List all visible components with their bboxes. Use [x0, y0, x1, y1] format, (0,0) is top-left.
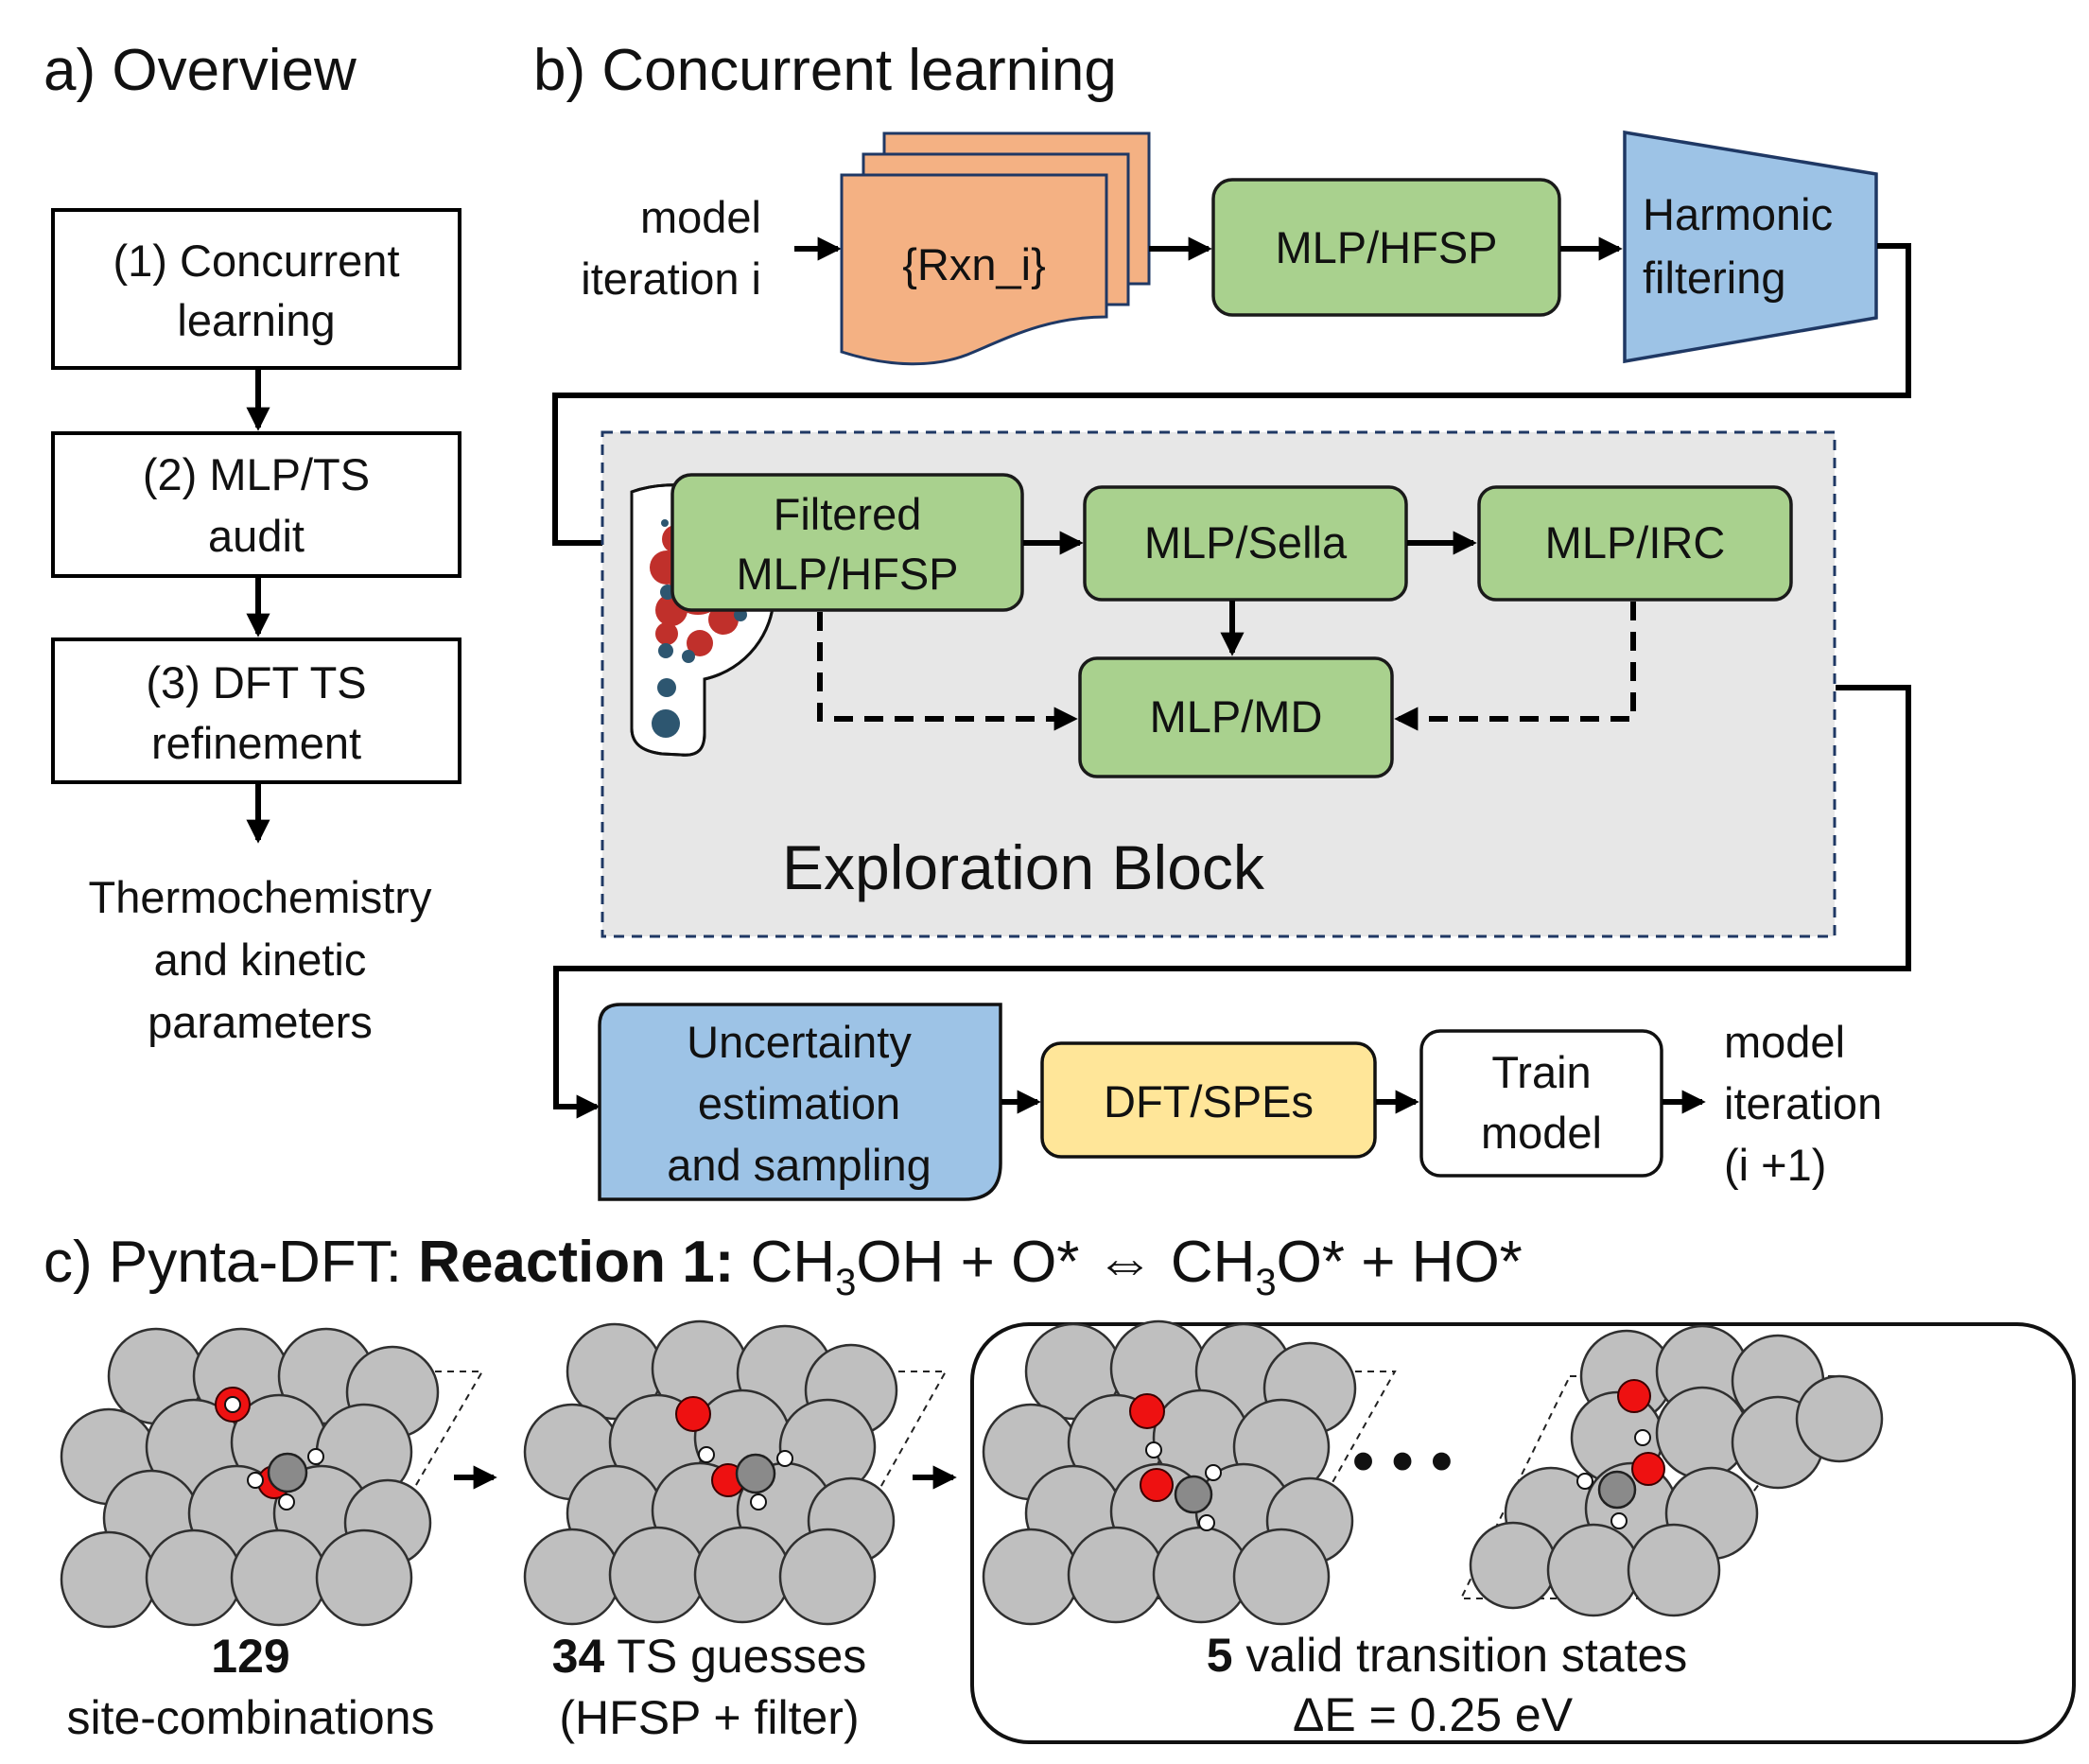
overview-step-3-line2: refinement: [151, 718, 361, 768]
overview-step-2-line2: audit: [208, 511, 305, 561]
structure-valid-ts-1: [982, 1319, 1397, 1626]
structure-ts-guesses: [523, 1319, 948, 1626]
mlp-irc-box: MLP/IRC: [1477, 485, 1793, 602]
stage-1-count: 129: [211, 1630, 289, 1683]
model-output-line1: model: [1724, 1017, 1845, 1067]
dft-spe-box: DFT/SPEs: [1040, 1041, 1377, 1159]
panel-b-title: b) Concurrent learning: [533, 38, 1117, 103]
model-input-line2: iteration i: [581, 253, 761, 304]
structure-valid-ts-2: [1459, 1324, 1884, 1617]
stage-3-line1: 5 valid transition states: [1207, 1629, 1688, 1682]
mlp-hfsp-box: MLP/HFSP: [1211, 178, 1561, 317]
model-output-line2: iteration: [1724, 1078, 1882, 1128]
filtered-hfsp-box: Filtered MLP/HFSP: [670, 473, 1024, 612]
overview-output-line2: and kinetic: [154, 934, 367, 985]
stage-3-caption: 5 valid transition states ΔE = 0.25 eV: [1207, 1629, 1688, 1741]
model-output-label: model iteration (i +1): [1724, 1017, 1882, 1190]
overview-step-3: (3) DFT TS refinement: [51, 637, 461, 784]
overview-step-1: (1) Concurrent learning: [51, 208, 461, 370]
stage-1-caption: 129 site-combinations: [66, 1630, 434, 1744]
ellipsis: • • •: [1352, 1425, 1453, 1495]
overview-step-3-line1: (3) DFT TS: [146, 657, 366, 707]
stage-3-line2: ΔE = 0.25 eV: [1293, 1688, 1574, 1741]
arrow-harmonic-to-filtered: [552, 243, 1911, 555]
model-input-line1: model: [640, 192, 761, 242]
harmonic-filter-trapezoid: Harmonic filtering: [1623, 130, 1878, 364]
stage-2-line2: (HFSP + filter): [559, 1691, 859, 1744]
structure-site-combinations: [60, 1327, 484, 1629]
uncertainty-box: Uncertainty estimation and sampling: [598, 1003, 1002, 1201]
stage-2-line1: 34 TS guesses: [552, 1630, 867, 1683]
uncertainty-line2: estimation: [698, 1078, 900, 1128]
mlp-irc-label: MLP/IRC: [1545, 517, 1726, 568]
rxn-set-label: {Rxn_i}: [902, 239, 1046, 289]
arrow-exploration-to-uncertainty: [553, 685, 1911, 1119]
uncertainty-line3: and sampling: [667, 1140, 931, 1190]
harmonic-filter-line2: filtering: [1643, 253, 1786, 303]
mlp-md-label: MLP/MD: [1150, 691, 1323, 742]
overview-output-line1: Thermochemistry: [88, 872, 432, 922]
mlp-sella-label: MLP/Sella: [1144, 517, 1348, 568]
overview-output: Thermochemistry and kinetic parameters: [88, 872, 432, 1047]
model-output-line3: (i +1): [1724, 1140, 1826, 1190]
model-input-label: model iteration i: [581, 192, 761, 304]
overview-step-2: (2) MLP/TS audit: [51, 431, 461, 578]
stage-2-caption: 34 TS guesses (HFSP + filter): [552, 1630, 867, 1744]
filtered-hfsp-line2: MLP/HFSP: [736, 549, 958, 599]
panel-c-title: c) Pynta-DFT: Reaction 1: CH3OH + O* ⇔ C…: [44, 1230, 1523, 1303]
overview-step-2-line1: (2) MLP/TS: [143, 449, 370, 499]
valid-ts-frame: [970, 1322, 2076, 1744]
uncertainty-line1: Uncertainty: [687, 1017, 912, 1067]
dft-spe-label: DFT/SPEs: [1104, 1076, 1314, 1127]
train-model-box: Train model: [1419, 1029, 1663, 1178]
stage-1-label: site-combinations: [66, 1691, 434, 1744]
dashed-arrow-filtered-to-md: [817, 612, 1078, 731]
overview-output-line3: parameters: [148, 997, 373, 1047]
overview-step-1-line2: learning: [177, 295, 335, 345]
dashed-arrow-irc-to-md: [1394, 602, 1636, 731]
harmonic-filter-line1: Harmonic: [1643, 189, 1833, 239]
mlp-md-box: MLP/MD: [1078, 656, 1394, 778]
mlp-sella-box: MLP/Sella: [1083, 485, 1408, 602]
mlp-hfsp-label: MLP/HFSP: [1275, 222, 1497, 272]
overview-step-1-line1: (1) Concurrent: [113, 236, 400, 286]
exploration-block-label: Exploration Block: [782, 832, 1265, 902]
filtered-hfsp-line1: Filtered: [774, 489, 922, 539]
train-model-line1: Train: [1491, 1047, 1591, 1097]
panel-a-title: a) Overview: [44, 38, 357, 103]
train-model-line2: model: [1481, 1108, 1602, 1158]
rxn-set-documents: {Rxn_i}: [840, 131, 1151, 366]
